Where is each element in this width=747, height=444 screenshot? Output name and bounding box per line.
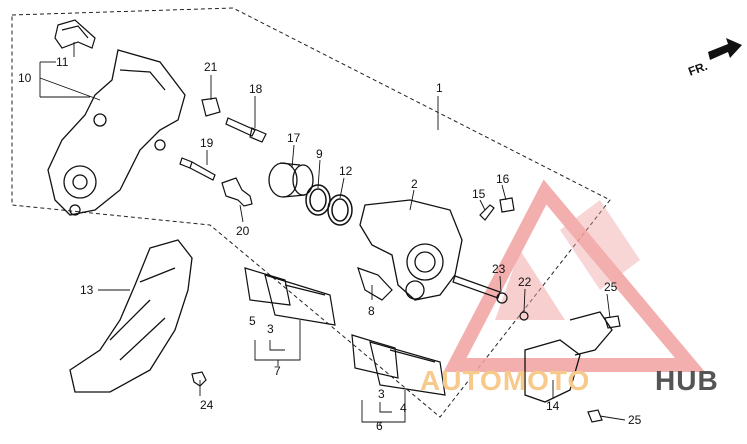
leader-lines bbox=[39, 42, 626, 426]
front-direction-arrow bbox=[708, 38, 742, 60]
piston-seal bbox=[305, 184, 331, 216]
pin-23 bbox=[452, 275, 508, 304]
pad-spring bbox=[357, 267, 393, 301]
callout-25a: 25 bbox=[604, 280, 618, 294]
bleeder-15 bbox=[479, 204, 495, 221]
callout-17: 17 bbox=[287, 131, 301, 145]
bolt-24 bbox=[191, 371, 207, 387]
dust-seal bbox=[327, 194, 353, 226]
callout-6: 6 bbox=[376, 419, 383, 433]
watermark-inner-triangle bbox=[495, 250, 565, 320]
callout-22: 22 bbox=[518, 275, 532, 289]
callout-numbers: 1 2 3 3 4 5 6 7 8 9 10 11 12 13 14 15 16… bbox=[18, 55, 642, 433]
watermark-text-hub: HUB bbox=[655, 365, 719, 396]
callout-24: 24 bbox=[200, 398, 214, 412]
callout-15: 15 bbox=[472, 187, 486, 201]
brake-pads-left bbox=[244, 267, 336, 326]
caliper-body bbox=[359, 199, 463, 301]
watermark-m-shape bbox=[560, 200, 640, 290]
callout-14: 14 bbox=[546, 399, 560, 413]
callout-9: 9 bbox=[316, 147, 323, 161]
callout-8: 8 bbox=[368, 304, 375, 318]
callout-23: 23 bbox=[492, 262, 506, 276]
assembly-boundary bbox=[11, 7, 611, 418]
watermark-text: AUTOMOTO HUB bbox=[420, 365, 719, 396]
piston bbox=[268, 162, 314, 198]
boot-21 bbox=[201, 97, 221, 117]
brake-pads-right bbox=[351, 334, 446, 396]
caliper-bracket bbox=[47, 49, 186, 216]
callout-2: 2 bbox=[411, 177, 418, 191]
callout-16: 16 bbox=[496, 172, 510, 186]
front-direction-label: FR. bbox=[686, 59, 709, 79]
callout-7: 7 bbox=[274, 364, 281, 378]
callout-19: 19 bbox=[200, 136, 214, 150]
bracket-14 bbox=[524, 311, 613, 403]
callout-3a: 3 bbox=[267, 322, 274, 336]
callout-21: 21 bbox=[204, 60, 218, 74]
watermark-logo bbox=[443, 179, 706, 372]
pad-retainer-clip bbox=[54, 19, 96, 49]
callout-11: 11 bbox=[56, 55, 69, 69]
bolt-19 bbox=[179, 157, 216, 181]
sleeve-20 bbox=[221, 177, 253, 207]
cap-16 bbox=[499, 197, 515, 213]
callout-18: 18 bbox=[249, 82, 263, 96]
callout-5: 5 bbox=[249, 314, 256, 328]
callout-1: 1 bbox=[436, 81, 443, 95]
callout-3b: 3 bbox=[378, 387, 385, 401]
watermark-triangle bbox=[443, 179, 706, 372]
callout-12: 12 bbox=[339, 164, 353, 178]
disc-guard bbox=[69, 239, 193, 393]
callout-13: 13 bbox=[80, 283, 94, 297]
pin-bolt-18 bbox=[225, 117, 267, 143]
bolt-25a bbox=[604, 315, 621, 329]
callout-25b: 25 bbox=[628, 413, 642, 427]
callout-20: 20 bbox=[236, 224, 250, 238]
callout-4: 4 bbox=[400, 401, 407, 415]
callout-10: 10 bbox=[18, 71, 32, 85]
watermark-text-auto: AUTOMOTO bbox=[420, 365, 590, 396]
bolt-25b bbox=[587, 409, 603, 423]
